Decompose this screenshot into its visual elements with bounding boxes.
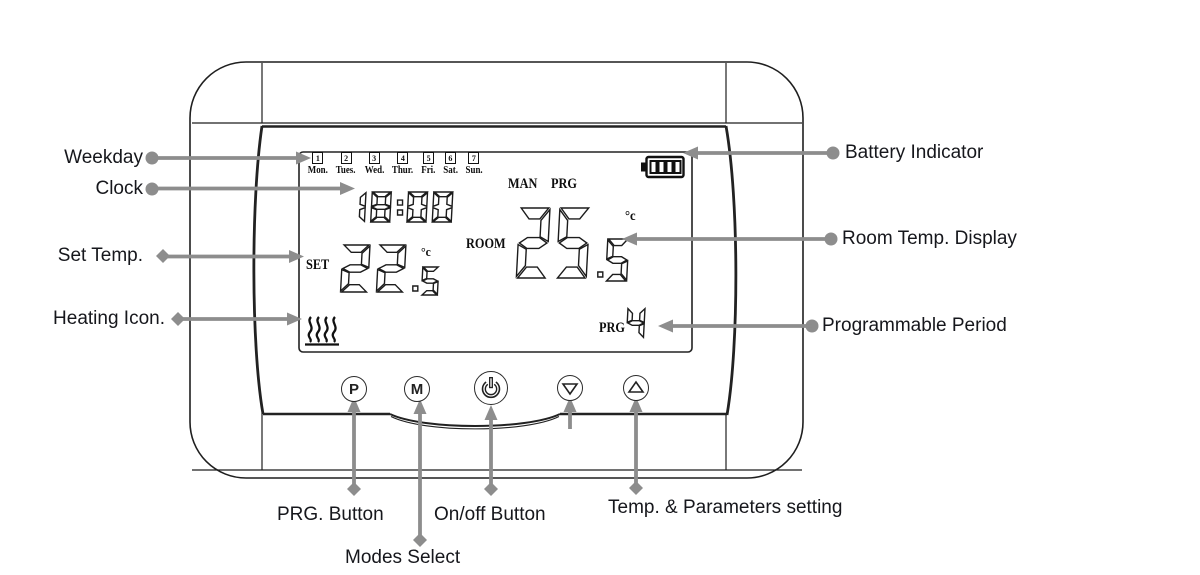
- weekday-number: 1: [312, 152, 324, 164]
- heating-icon: [305, 316, 339, 346]
- weekday-label: Wed.: [364, 165, 384, 176]
- weekday-label: Mon.: [307, 165, 328, 176]
- weekday-number: 2: [340, 152, 352, 164]
- callout-arrows: [145, 146, 840, 547]
- room-temp-digits: [516, 208, 628, 281]
- weekday-number: 4: [397, 152, 409, 164]
- prg-period-label: PRG: [599, 320, 625, 336]
- power-icon: [481, 376, 501, 399]
- callout-room-temp: [622, 232, 838, 246]
- weekday-callout-label: Weekday: [64, 147, 143, 168]
- prg-button-letter: P: [348, 380, 359, 398]
- callout-battery: [683, 146, 840, 160]
- weekday-label: Tues.: [336, 165, 356, 176]
- room-temp-callout-label: Room Temp. Display: [842, 228, 1017, 249]
- callout-prg-button: [347, 397, 361, 496]
- weekday-number: 7: [468, 152, 480, 164]
- callout-clock: [145, 182, 355, 196]
- weekday-label: Fri.: [421, 165, 436, 176]
- temp-down-button[interactable]: [557, 375, 583, 401]
- triangle-up-icon: [627, 380, 645, 393]
- weekday-number: 6: [444, 152, 456, 164]
- weekday-label: Sat.: [443, 165, 458, 176]
- prg-period-digit: [626, 309, 645, 338]
- weekday-label: Thur.: [392, 165, 414, 176]
- onoff-button-callout-label: On/off Button: [434, 504, 546, 525]
- weekday-number: 5: [423, 152, 435, 164]
- callout-set-temp: [156, 249, 304, 263]
- set-temp-digits: [341, 245, 439, 295]
- callout-down-button: [563, 397, 577, 429]
- callout-up-button: [629, 397, 643, 495]
- prog-period-callout-label: Programmable Period: [822, 315, 1007, 336]
- panel-wave-echo: [390, 416, 560, 430]
- room-label: ROOM: [466, 236, 506, 252]
- mode-button[interactable]: M: [404, 376, 430, 402]
- triangle-down-icon: [561, 383, 579, 396]
- set-temp-unit: °c: [421, 244, 431, 259]
- prg-mode-indicator: PRG: [551, 176, 577, 192]
- weekday-number: 3: [368, 152, 380, 164]
- power-button[interactable]: [474, 371, 508, 405]
- temp-params-callout-label: Temp. & Parameters setting: [608, 497, 843, 518]
- callout-heating: [171, 312, 302, 326]
- man-mode-indicator: MAN: [508, 176, 538, 192]
- heating-callout-label: Heating Icon.: [53, 308, 165, 329]
- callout-prog-period: [658, 319, 819, 333]
- set-temp-callout-label: Set Temp.: [57, 245, 143, 266]
- clock-callout-label: Clock: [95, 178, 143, 199]
- set-label: SET: [306, 257, 330, 273]
- room-temp-unit: °c: [625, 209, 636, 224]
- modes-select-callout-label: Modes Select: [345, 547, 461, 568]
- prg-button-callout-label: PRG. Button: [277, 504, 384, 525]
- weekday-label: Sun.: [465, 165, 483, 176]
- prg-button[interactable]: P: [341, 376, 367, 402]
- callout-onoff: [484, 405, 498, 496]
- temp-up-button[interactable]: [623, 375, 649, 401]
- callout-modes-select: [413, 399, 427, 547]
- mode-button-letter: M: [410, 380, 424, 398]
- callout-weekday: [145, 151, 311, 165]
- battery-callout-label: Battery Indicator: [845, 142, 984, 163]
- battery-icon: [641, 155, 685, 179]
- clock-digits: [359, 192, 453, 222]
